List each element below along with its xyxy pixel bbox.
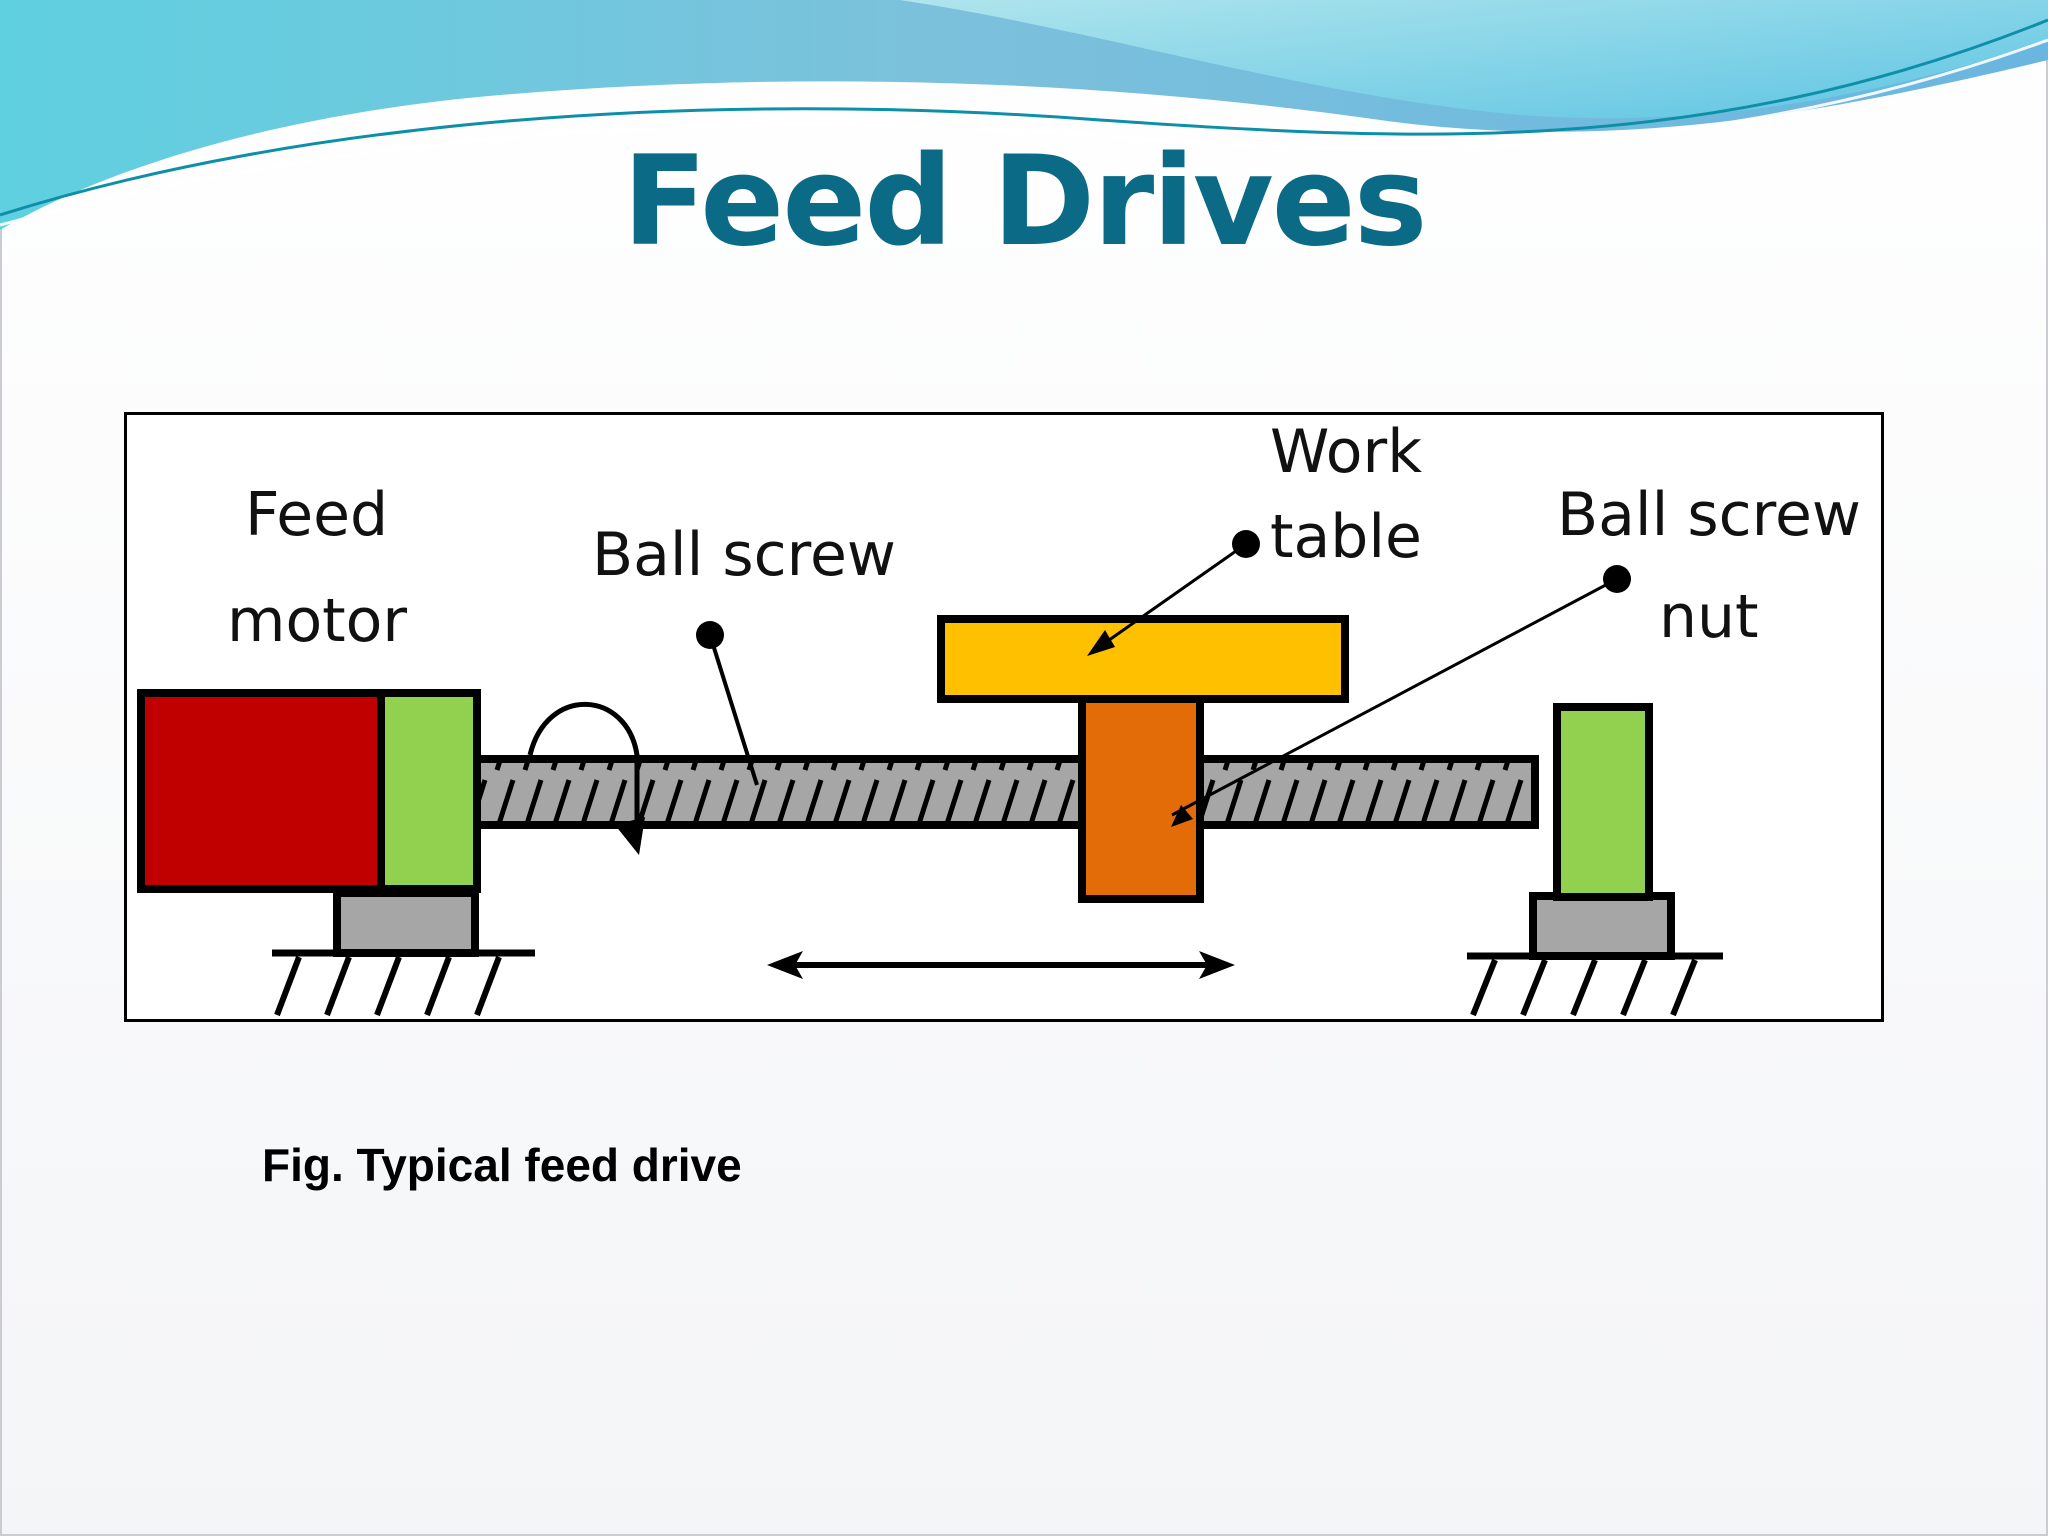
rotation-arrow-head: [615, 817, 645, 855]
ball-screw-label: Ball screw: [592, 520, 896, 590]
ball-screw-threads: [481, 763, 1531, 821]
ball-screw-nut: [1078, 695, 1204, 903]
left-ground: [272, 949, 535, 1017]
header-wave-decoration: [0, 0, 2048, 230]
feed-motor-label-line2: motor: [227, 586, 407, 656]
ball-screw-nut-label-line2: nut: [1659, 582, 1759, 652]
bearing-mount: [1529, 892, 1675, 960]
ball-screw-nut-label-line1: Ball screw: [1557, 480, 1861, 550]
ball-screw-leader: [696, 621, 759, 786]
motor-mount: [333, 889, 479, 957]
ball-screw-nut-leader: [1171, 565, 1631, 827]
work-table-label-line2: table: [1270, 502, 1422, 572]
feed-motor: [137, 689, 385, 893]
bearing-support: [1553, 703, 1653, 901]
diagram-frame: Feed motor Ball screw Work table Ball sc…: [124, 412, 1884, 1022]
work-table-label-line1: Work: [1270, 417, 1422, 487]
work-table: [937, 615, 1349, 703]
feed-motor-label-line1: Feed: [245, 480, 388, 550]
slide-title: Feed Drives: [622, 130, 1427, 274]
feed-drive-diagram: Feed motor Ball screw Work table Ball sc…: [137, 417, 1861, 1017]
right-ground: [1467, 952, 1723, 1017]
rotation-arrow: [527, 701, 640, 845]
motor-coupling: [377, 689, 481, 893]
figure-caption: Fig. Typical feed drive: [262, 1139, 742, 1191]
travel-arrow: [767, 951, 1235, 979]
work-table-leader: [1087, 530, 1260, 656]
